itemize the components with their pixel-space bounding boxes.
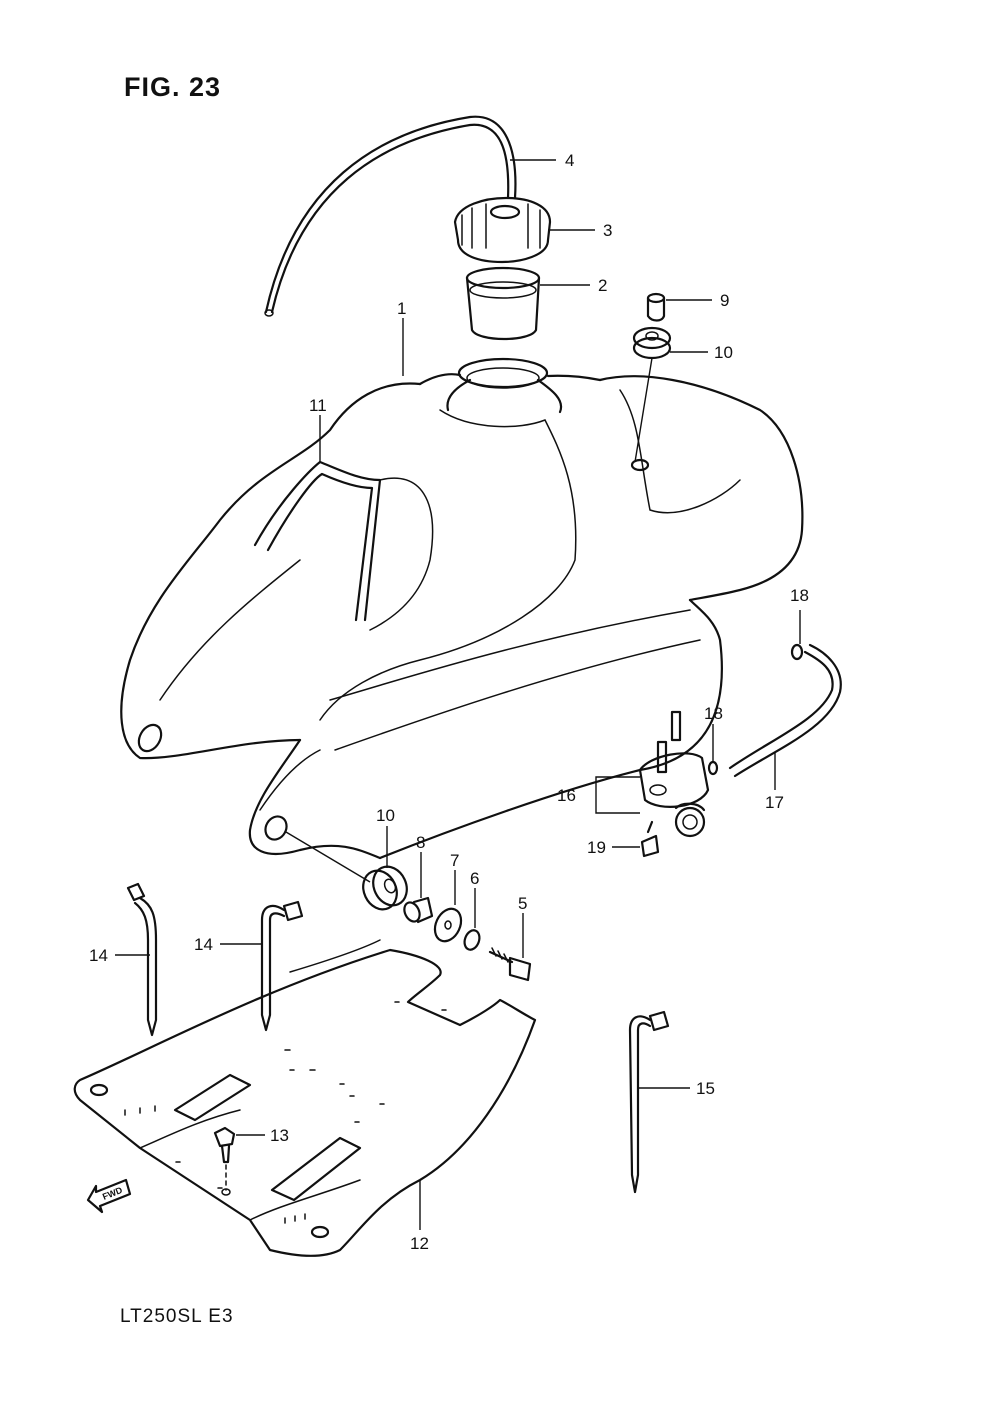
callout-13: 13 (270, 1126, 289, 1145)
callout-15: 15 (696, 1079, 715, 1098)
callout-7: 7 (450, 851, 459, 870)
part-18-clip-upper (790, 643, 804, 661)
callout-11: 11 (309, 396, 327, 415)
callout-4: 4 (565, 151, 574, 170)
part-17-fuel-hose (728, 643, 842, 778)
part-19-screw (640, 820, 660, 858)
part-10-grommet-lower (362, 865, 408, 911)
part-7-washer (433, 907, 463, 943)
callout-14-right: 14 (194, 935, 213, 954)
part-14-tie-strap-right (260, 900, 304, 1032)
part-15-tie-strap (628, 1010, 670, 1194)
part-18-clip-lower (707, 760, 719, 776)
model-code: LT250SL E3 (120, 1306, 234, 1327)
callout-14-left: 14 (89, 946, 108, 965)
fwd-arrow-icon: FWD (86, 1178, 132, 1214)
part-1-fuel-tank (120, 357, 804, 860)
part-13-push-rivet (213, 1126, 236, 1196)
callout-1: 1 (397, 299, 406, 318)
callout-9: 9 (720, 291, 729, 310)
figure-title: FIG. 23 (124, 72, 222, 102)
callout-12: 12 (410, 1234, 429, 1253)
part-4-breather-hose (264, 115, 517, 317)
callout-16: 16 (557, 786, 576, 805)
callout-6: 6 (470, 869, 479, 888)
part-8-collar (403, 896, 434, 924)
callout-19: 19 (587, 838, 606, 857)
callout-3: 3 (603, 221, 612, 240)
callout-18-lower: 18 (704, 704, 723, 723)
leader-lines (115, 159, 801, 1230)
part-10-grommet-upper (632, 326, 672, 360)
part-9-collar (646, 292, 666, 322)
callout-17: 17 (765, 793, 784, 812)
part-12-shield-plate (73, 939, 537, 1257)
part-16-fuel-cock (638, 710, 710, 838)
part-2-filler-neck (465, 266, 541, 340)
callout-10-upper: 10 (714, 343, 733, 362)
callout-8: 8 (416, 833, 425, 852)
part-14-tie-strap-left (126, 882, 158, 1037)
callout-2: 2 (598, 276, 607, 295)
callout-5: 5 (518, 894, 527, 913)
callout-18-upper: 18 (790, 586, 809, 605)
callout-labels: 4 3 2 1 9 10 11 18 18 16 17 10 19 8 7 6 … (89, 151, 809, 1253)
part-3-fuel-cap (453, 196, 552, 264)
fwd-label: FWD (101, 1185, 124, 1202)
callout-10-lower: 10 (376, 806, 395, 825)
part-6-nut (463, 929, 481, 951)
part-5-bolt (488, 947, 532, 982)
